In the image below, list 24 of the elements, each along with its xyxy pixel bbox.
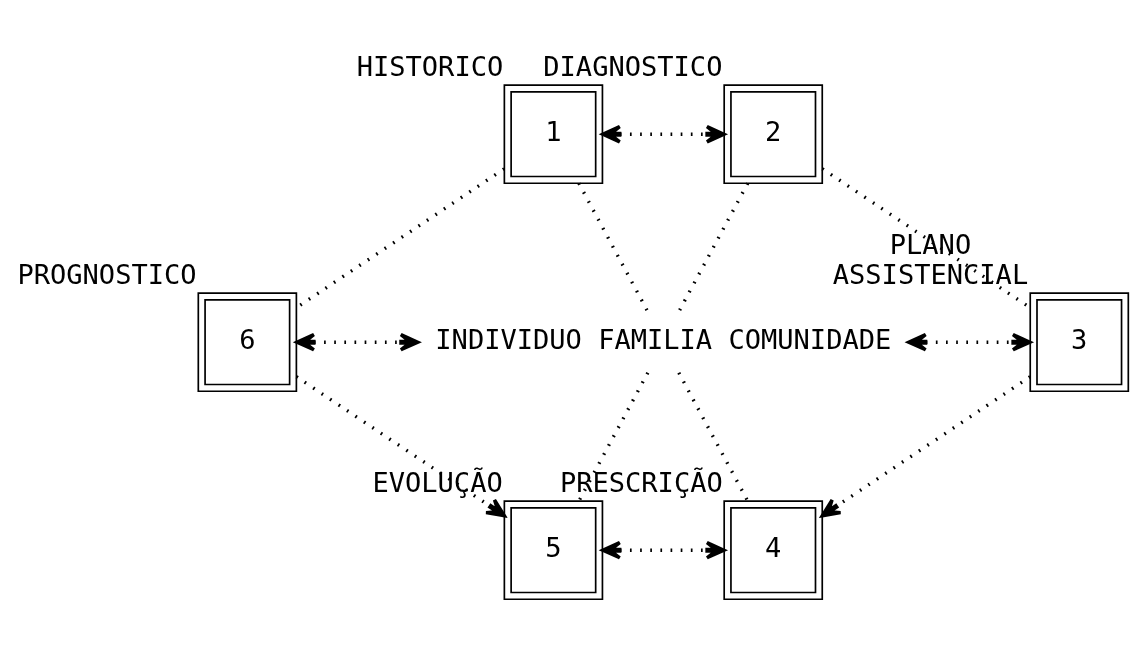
node-box: 4 bbox=[723, 499, 824, 600]
node-label: EVOLUÇÃO bbox=[372, 466, 503, 498]
arrow bbox=[820, 374, 1032, 517]
node-box: 3 bbox=[1029, 291, 1130, 392]
node-label: DIAGNOSTICO bbox=[543, 50, 723, 82]
connector bbox=[677, 371, 750, 502]
node-label: PRESCRIÇÃO bbox=[559, 466, 723, 498]
connector bbox=[677, 182, 750, 312]
node-box: 1 bbox=[503, 83, 604, 184]
arrow bbox=[601, 124, 726, 144]
node-label: PLANO bbox=[889, 228, 972, 260]
node-box: 2 bbox=[723, 83, 824, 184]
node-box: 6 bbox=[197, 291, 298, 392]
node-label: HISTORICO bbox=[356, 50, 504, 82]
node-box: 5 bbox=[503, 499, 604, 600]
arrow bbox=[295, 374, 507, 517]
arrow bbox=[295, 332, 420, 351]
node-label: PROGNOSTICO bbox=[17, 258, 197, 290]
arrow bbox=[601, 540, 726, 559]
connector bbox=[577, 182, 650, 312]
node-label: ASSISTENCIAL bbox=[832, 258, 1029, 290]
arrow bbox=[906, 332, 1032, 351]
connector bbox=[577, 371, 650, 502]
node-text: INDIVIDUO FAMILIA COMUNIDADE bbox=[435, 323, 892, 355]
